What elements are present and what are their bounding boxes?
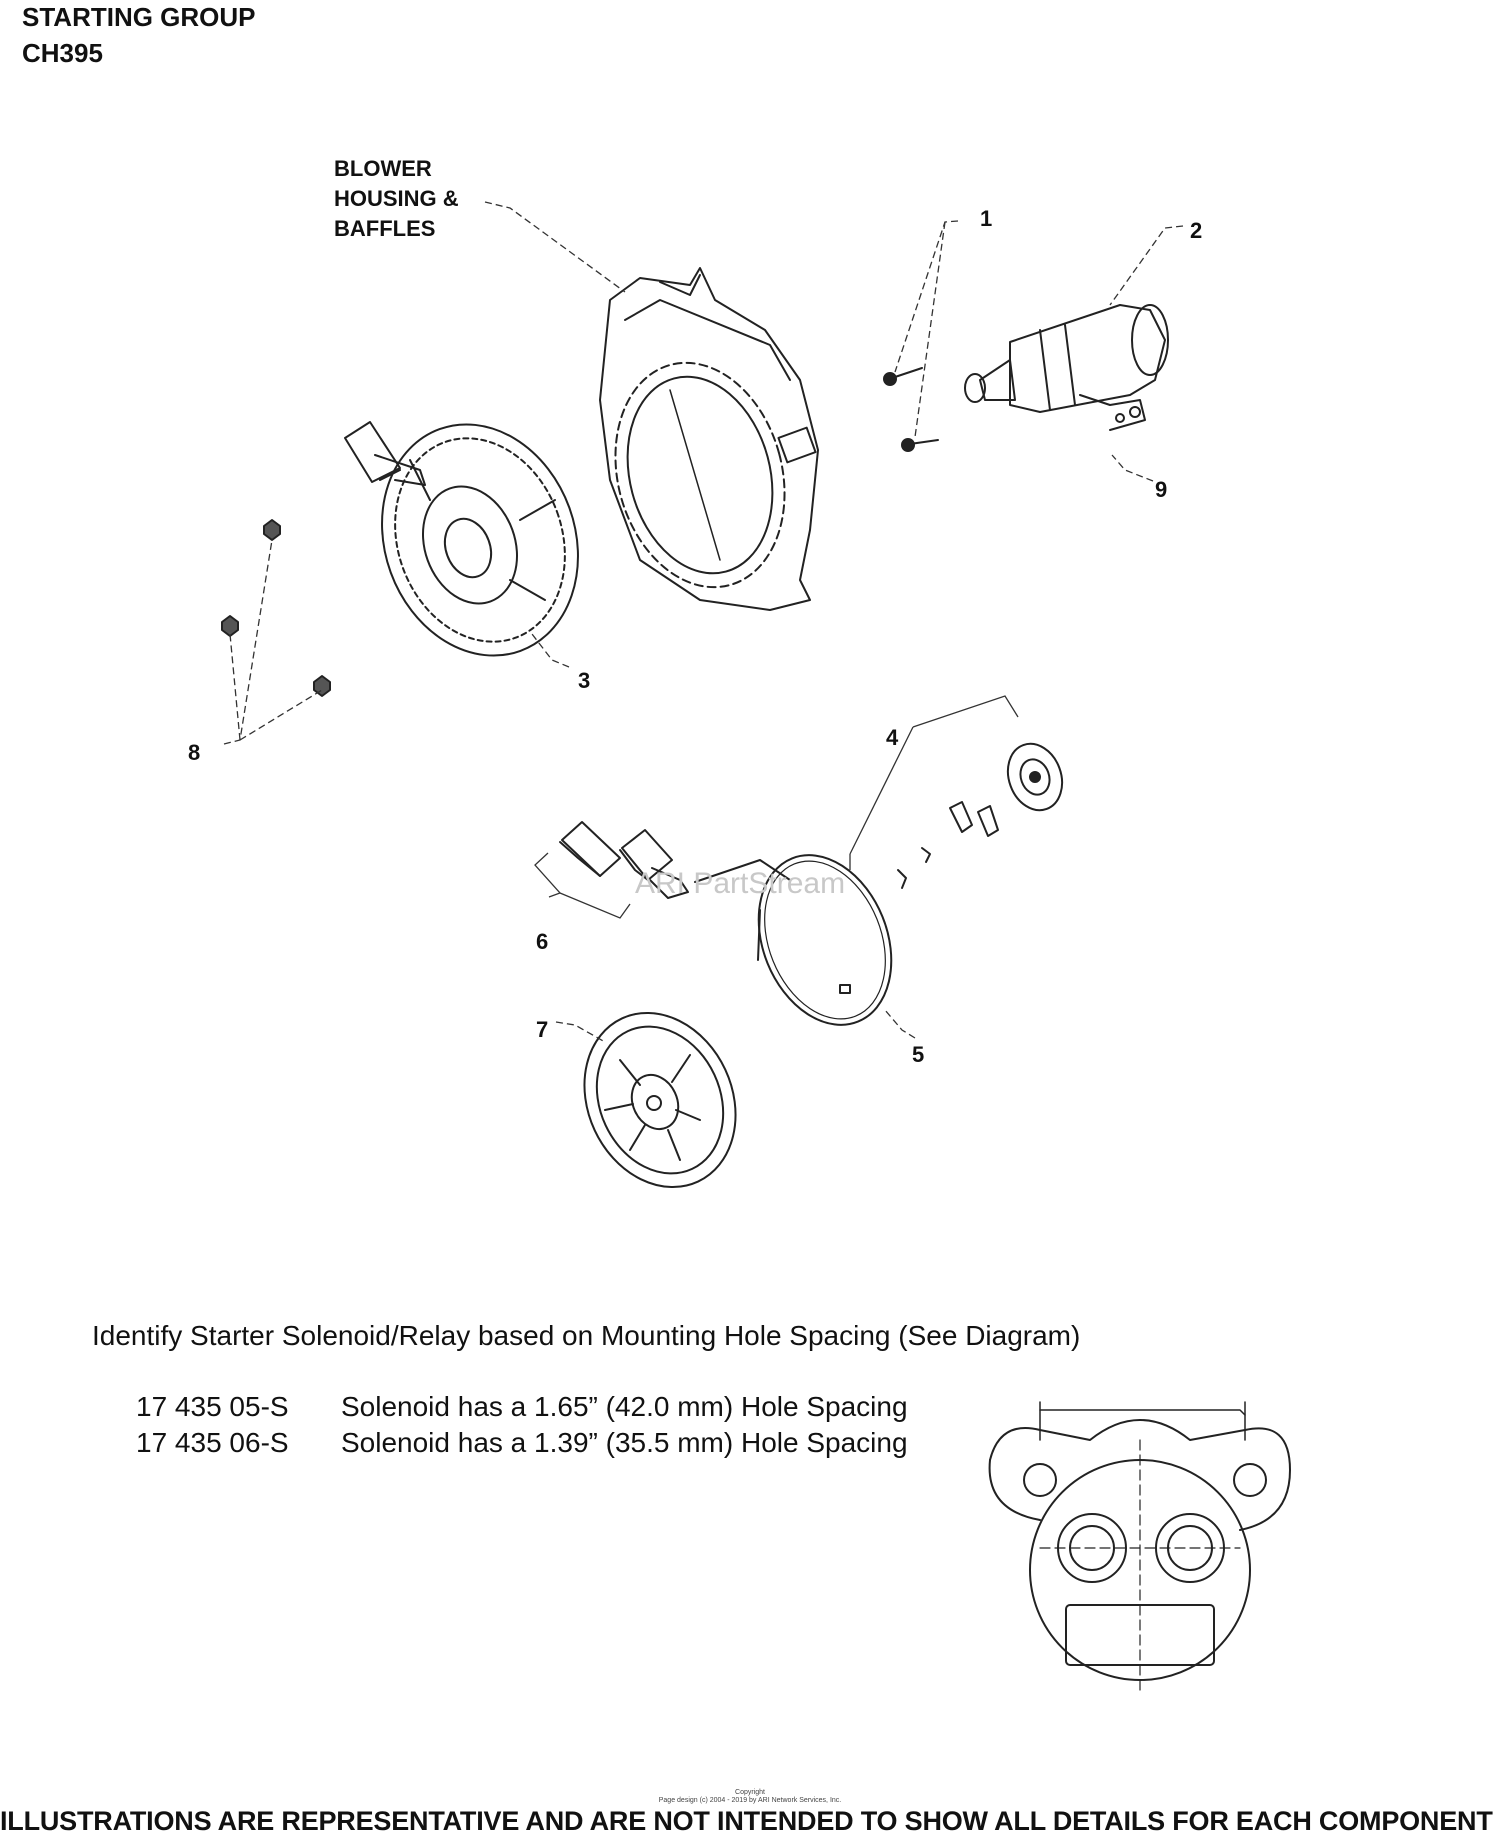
solenoid-spacing-diagram (988, 1401, 1291, 1691)
copyright-line2: Page design (c) 2004 - 2019 by ARI Netwo… (658, 1797, 842, 1804)
part-number: 17 435 05-S (136, 1391, 289, 1422)
callout-5: 5 (912, 1042, 924, 1067)
callout-4: 4 (886, 725, 899, 750)
blower-label-line2: HOUSING & (334, 186, 459, 211)
callout-3: 3 (578, 668, 590, 693)
callout-9: 9 (1155, 477, 1167, 502)
callout-1: 1 (980, 206, 992, 231)
nut-parts (221, 519, 331, 697)
solenoid-row: 17 435 06-S Solenoid has a 1.39” (35.5 mm… (136, 1427, 908, 1459)
blower-housing-part (599, 267, 819, 611)
bolt-parts (883, 367, 939, 452)
callout-7: 7 (536, 1017, 548, 1042)
recoil-starter-part (344, 421, 579, 657)
pawl-kit-part (897, 742, 1064, 889)
model-code: CH395 (22, 38, 103, 68)
rope-spring-part (694, 854, 893, 1026)
part-number: 17 435 06-S (136, 1427, 289, 1458)
callout-6: 6 (536, 929, 548, 954)
page-title: STARTING GROUP (22, 2, 256, 32)
leader-lines (223, 201, 1184, 1043)
starter-handle-part (559, 821, 689, 899)
starter-motor-part (964, 304, 1169, 431)
callout-2: 2 (1190, 218, 1202, 243)
solenoid-row: 17 435 05-S Solenoid has a 1.65” (42.0 mm… (136, 1391, 908, 1423)
solenoid-note-heading: Identify Starter Solenoid/Relay based on… (92, 1320, 1081, 1351)
callout-8: 8 (188, 740, 200, 765)
copyright: Copyright Page design (c) 2004 - 2019 by… (640, 1789, 860, 1805)
part-description: Solenoid has a 1.65” (42.0 mm) Hole Spac… (341, 1391, 908, 1422)
blower-label-line1: BLOWER (334, 156, 432, 181)
copyright-line1: Copyright (735, 1789, 765, 1796)
pulley-part (583, 1011, 737, 1189)
blower-label-line3: BAFFLES (334, 216, 435, 241)
disclaimer-footer: ILLUSTRATIONS ARE REPRESENTATIVE AND ARE… (0, 1806, 1493, 1836)
watermark: ARI PartStream (635, 867, 845, 900)
part-description: Solenoid has a 1.39” (35.5 mm) Hole Spac… (341, 1427, 908, 1458)
